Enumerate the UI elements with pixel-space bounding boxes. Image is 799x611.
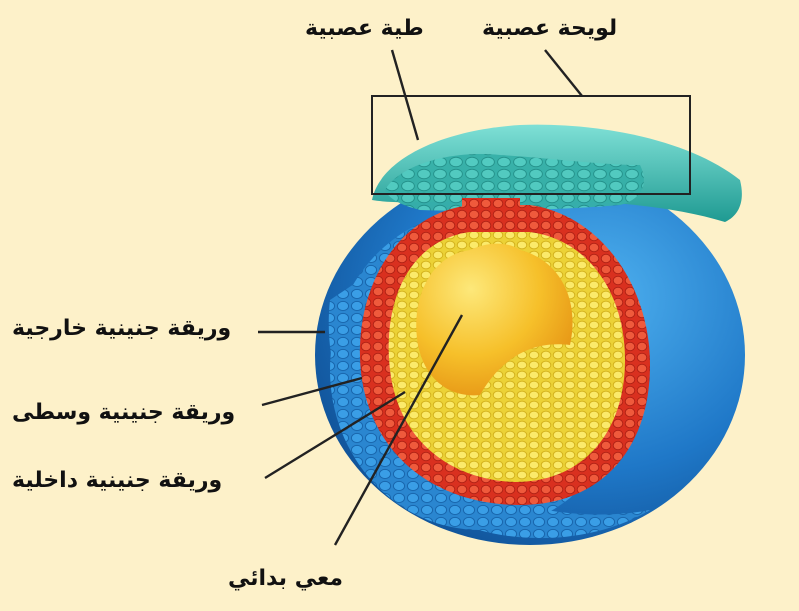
neural-plate-layer (372, 125, 742, 222)
label-ectoderm: وريقة جنينية خارجية (12, 318, 231, 340)
label-neural-plate: لويحة عصبية (482, 18, 617, 40)
label-primitive-gut: معي بدائي (228, 568, 343, 590)
leader-neural-plate (545, 50, 582, 96)
label-neural-fold: طية عصبية (305, 18, 424, 40)
label-mesoderm: وريقة جنينية وسطى (12, 402, 235, 424)
label-endoderm: وريقة جنينية داخلية (12, 470, 222, 492)
